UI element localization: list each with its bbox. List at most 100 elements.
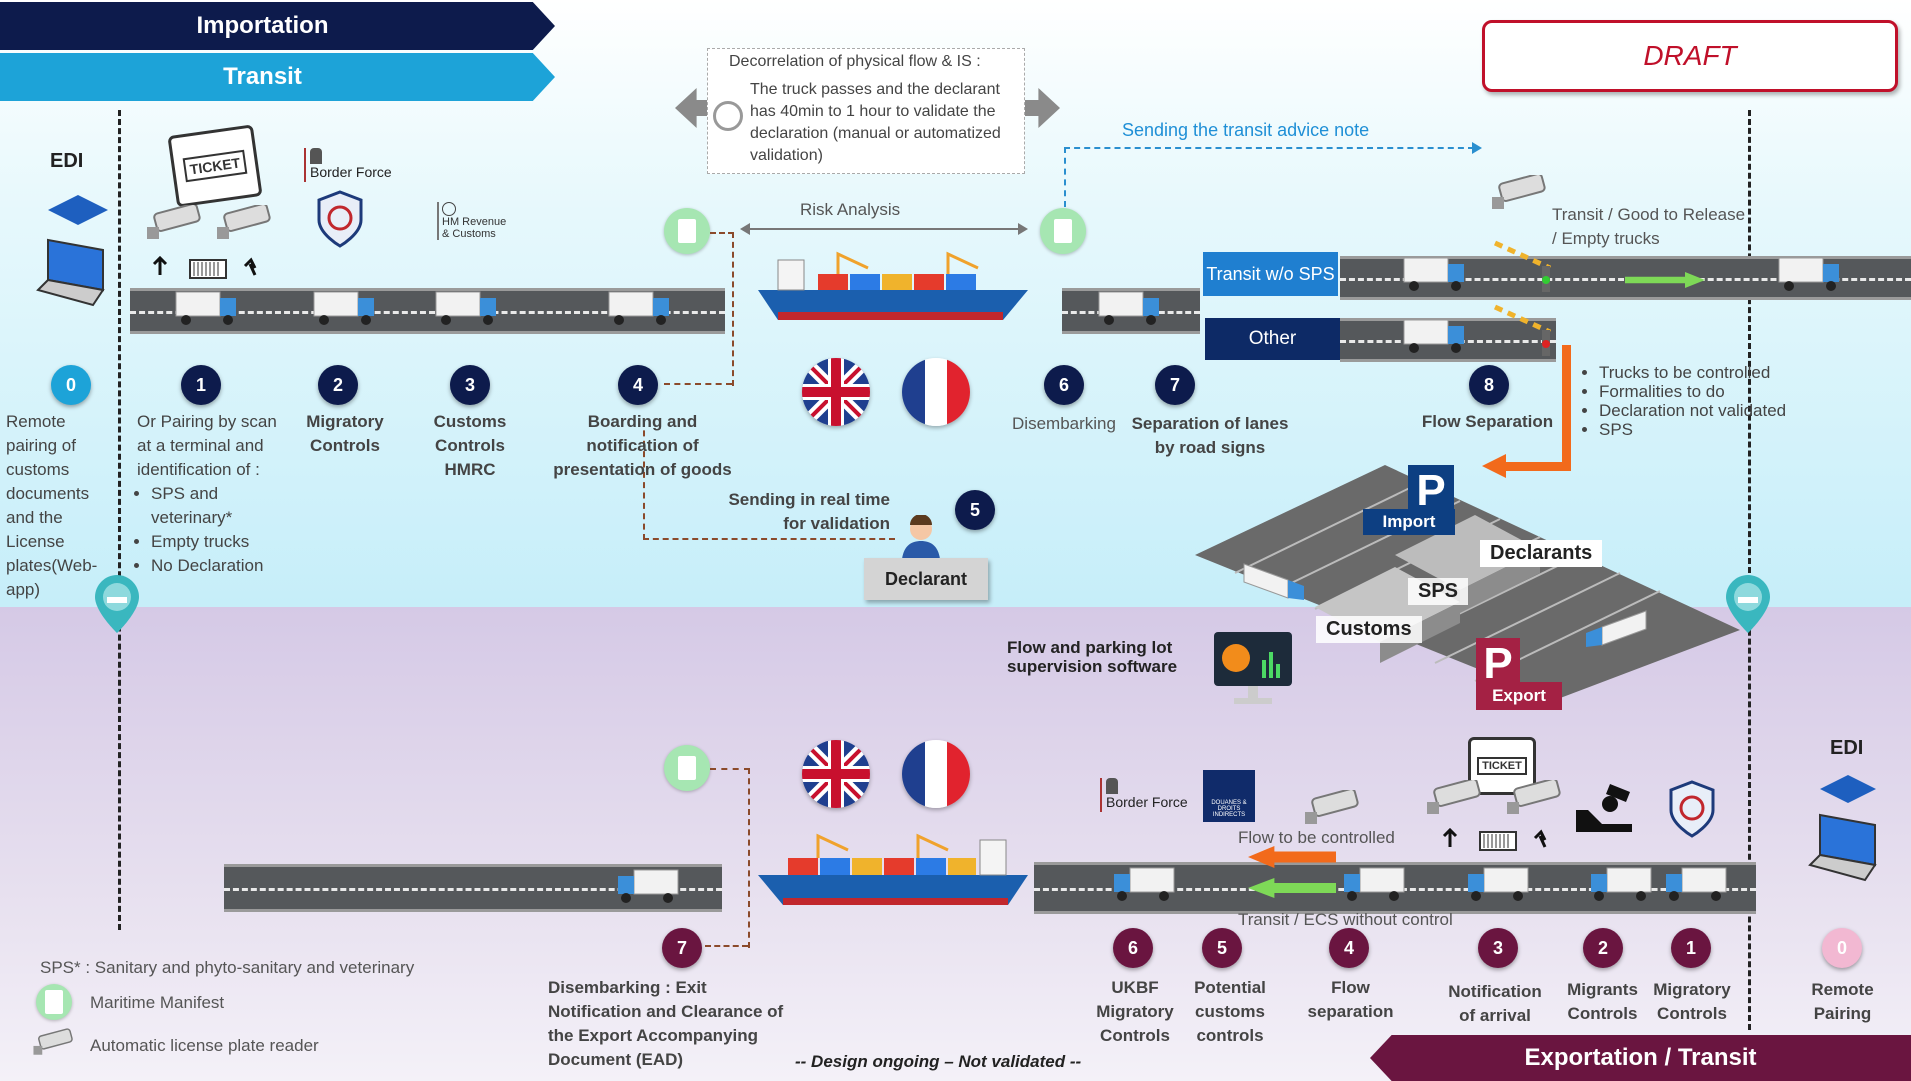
risk-analysis-label: Risk Analysis	[800, 200, 901, 219]
license-plate-camera-icon	[1305, 790, 1359, 824]
truck-icon	[313, 291, 374, 325]
right-boundary-line	[1748, 110, 1751, 1030]
orange-flow-line-v	[1562, 345, 1571, 471]
transit-advice-line-h	[1064, 147, 1474, 149]
clock-icon	[713, 101, 743, 131]
risk-analysis-arrowhead-right	[1018, 223, 1028, 235]
draft-box: DRAFT	[1482, 20, 1898, 92]
truck-icon	[1403, 319, 1464, 353]
license-plate-camera-icon	[1427, 780, 1481, 814]
bottom-step-6-label: UKBF Migratory Controls	[1096, 978, 1174, 1045]
truck-icon	[1468, 867, 1529, 901]
legend-sps: SPS* : Sanitary and phyto-sanitary and v…	[40, 958, 415, 977]
step-2-label: Migratory Controls	[306, 412, 384, 455]
border-force-label: Border Force	[310, 164, 392, 180]
transit-banner: Transit	[0, 53, 555, 101]
bottom-step-7-badge: 7	[662, 928, 702, 968]
step-0-badge: 0	[51, 365, 91, 405]
bottom-step-0-badge: 0	[1822, 928, 1862, 968]
truck-icon	[1114, 867, 1175, 901]
truck-icon	[1666, 867, 1727, 901]
laptop-icon	[36, 238, 105, 307]
plate-scan-icon	[152, 255, 257, 279]
step-7-badge: 7	[1155, 365, 1195, 405]
bottom-step-4-label: Flow separation	[1307, 978, 1394, 1021]
truck-icon	[1586, 610, 1647, 647]
cargo-ship-icon	[758, 251, 1028, 320]
edi-label: EDI	[50, 150, 84, 172]
ticket-icon: TICKET	[167, 124, 263, 208]
decorrelation-text: The truck passes and the declarant has 4…	[750, 81, 1001, 164]
exportation-banner: Exportation / Transit	[1370, 1035, 1911, 1081]
bottom-step-4-badge: 4	[1329, 928, 1369, 968]
export-parking-sign: P Export	[1476, 638, 1562, 710]
exit-notification-connector	[710, 768, 750, 948]
exit-connector-bottom	[705, 945, 748, 947]
truck-icon	[175, 291, 236, 325]
controlled-item: SPS	[1599, 420, 1799, 439]
truck-icon	[1778, 257, 1839, 291]
hmrc-logo: HM Revenue & Customs	[437, 202, 512, 240]
transit-good-label: Transit / Good to Release / Empty trucks	[1552, 205, 1746, 248]
lane-transit-sign[interactable]: Transit w/o SPS	[1203, 252, 1338, 296]
step-1-bullets: SPS and veterinary* Empty trucks No Decl…	[137, 482, 301, 578]
importation-banner: Importation	[0, 2, 555, 50]
truck-icon	[618, 869, 679, 903]
step-0-label: Remote pairing of customs documents and …	[6, 412, 98, 599]
crest-icon	[442, 202, 456, 216]
bottom-step-1-badge: 1	[1671, 928, 1711, 968]
sps-label: SPS	[1408, 578, 1469, 605]
laptop-icon	[1808, 813, 1877, 882]
risk-analysis-arrowhead-left	[740, 223, 750, 235]
export-parking-label: Export	[1476, 682, 1562, 710]
police-badge-icon	[317, 190, 363, 248]
manifest-connector-bottom	[664, 383, 732, 385]
lane-other-label: Other	[1248, 328, 1297, 349]
maritime-manifest-legend-icon	[36, 984, 72, 1020]
left-boundary-line	[118, 110, 121, 930]
lane-transit-label: Transit w/o SPS	[1206, 264, 1335, 284]
truck-icon	[1098, 291, 1159, 325]
barrier-gate-icon	[1493, 304, 1552, 356]
step-1-label: Or Pairing by scan at a terminal and ide…	[137, 412, 277, 479]
lane-other-sign[interactable]: Other	[1205, 318, 1340, 360]
legend-manifest: Maritime Manifest	[90, 993, 225, 1012]
controlled-list: Trucks to be controlled Formalities to d…	[1585, 363, 1799, 439]
risk-analysis-arrow	[742, 228, 1022, 230]
left-port-pin-icon	[95, 575, 139, 633]
real-time-label: Sending in real time for validation	[728, 490, 890, 533]
decorrelation-box: Decorrelation of physical flow & IS : Th…	[707, 48, 1025, 174]
decorrelation-title: Decorrelation of physical flow & IS :	[729, 53, 981, 70]
controlled-item: Declaration not validated	[1599, 401, 1799, 420]
controlled-item: Trucks to be controlled	[1599, 363, 1799, 382]
monitor-dashboard-icon	[1214, 632, 1292, 704]
license-plate-camera-icon	[1507, 780, 1561, 814]
transit-ecs-label: Transit / ECS without control	[1238, 910, 1453, 929]
bottom-step-0-label: Remote Pairing	[1811, 980, 1874, 1023]
cargo-ship-icon	[758, 833, 1028, 905]
truck-icon	[608, 291, 669, 325]
bottom-step-2-badge: 2	[1583, 928, 1623, 968]
migration-officer-icon	[1576, 784, 1632, 832]
bottom-step-3-label: Notification of arrival	[1448, 982, 1542, 1025]
exportation-label: Exportation / Transit	[1524, 1044, 1757, 1071]
edi-label-bottom: EDI	[1830, 737, 1864, 759]
real-time-connector	[643, 420, 895, 540]
bottom-step-5-badge: 5	[1202, 928, 1242, 968]
parking-p-icon: P	[1476, 638, 1520, 690]
orange-controlled-arrow	[1248, 846, 1336, 868]
bottom-step-2-label: Migrants Controls	[1567, 980, 1638, 1023]
green-ecs-arrow	[1248, 878, 1336, 898]
transit-advice-label: Sending the transit advice note	[1122, 120, 1370, 140]
legend-alpr: Automatic license plate reader	[90, 1036, 319, 1055]
douanes-label: DOUANES & DROITS INDIRECTS	[1211, 800, 1247, 818]
maritime-manifest-icon	[664, 208, 710, 254]
ticket-label: TICKET	[182, 149, 248, 183]
controlled-item: Formalities to do	[1599, 382, 1799, 401]
step-5-badge: 5	[955, 490, 995, 530]
orange-flow-arrowhead	[1482, 454, 1506, 478]
transit-advice-arrowhead	[1472, 142, 1482, 154]
truck-icon	[1344, 867, 1405, 901]
step-1-bullet: No Declaration	[151, 554, 301, 578]
border-force-label: Border Force	[1106, 794, 1188, 810]
